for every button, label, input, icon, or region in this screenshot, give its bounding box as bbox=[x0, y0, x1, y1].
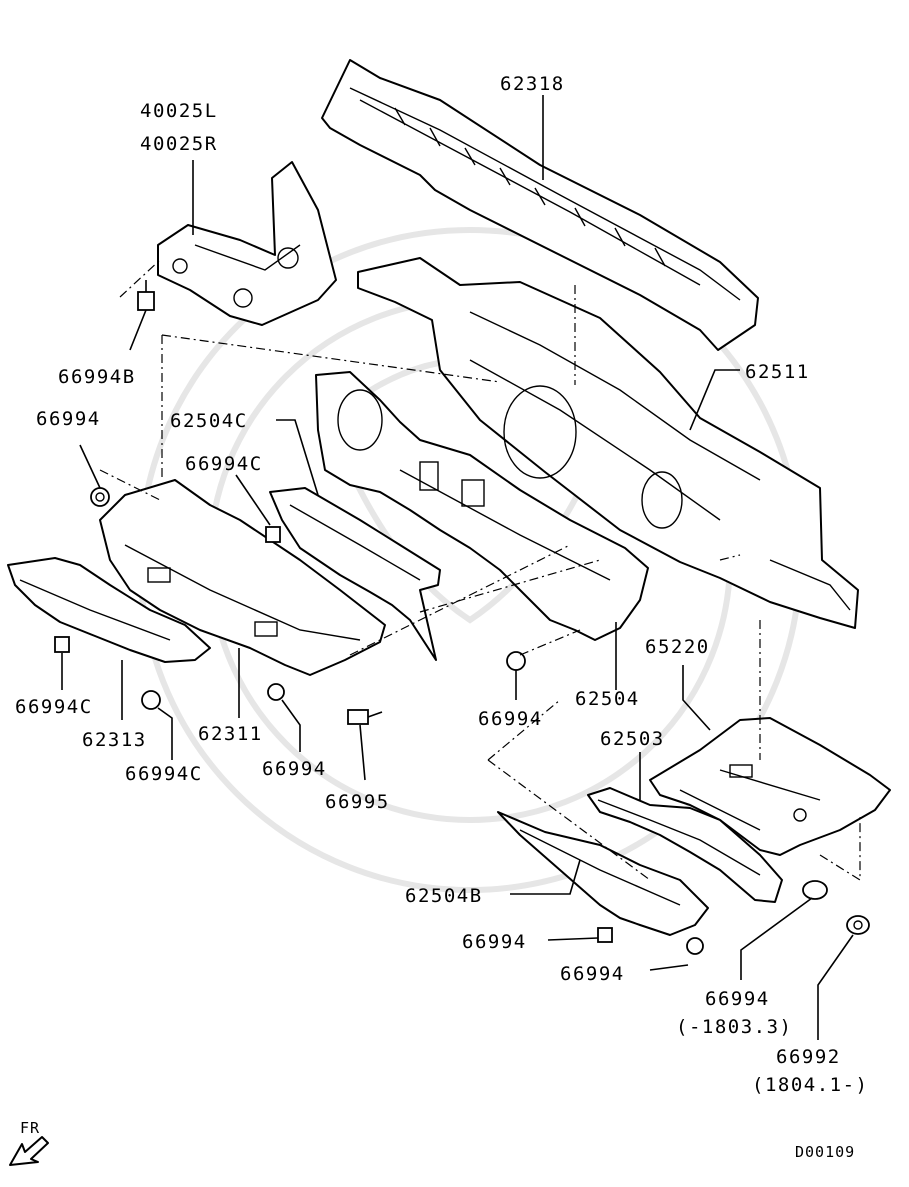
label-40025L[interactable]: 40025L bbox=[140, 100, 218, 122]
label-62504B[interactable]: 62504B bbox=[405, 885, 483, 907]
label-66992[interactable]: 66992 bbox=[776, 1046, 841, 1068]
clip-66994C-c-icon[interactable] bbox=[141, 690, 161, 710]
diagram-code: D00109 bbox=[795, 1143, 855, 1161]
clip-66994-f-icon[interactable] bbox=[802, 880, 828, 900]
clip-66994C-b-icon[interactable] bbox=[54, 636, 70, 653]
label-66995[interactable]: 66995 bbox=[325, 791, 390, 813]
label-62504[interactable]: 62504 bbox=[575, 688, 640, 710]
label-66994-f-note: (-1803.3) bbox=[676, 1016, 792, 1038]
clip-66994-d-icon[interactable] bbox=[597, 927, 613, 943]
label-66994B[interactable]: 66994B bbox=[58, 366, 136, 388]
label-62313[interactable]: 62313 bbox=[82, 729, 147, 751]
label-66994-f[interactable]: 66994 bbox=[705, 988, 770, 1010]
label-62503[interactable]: 62503 bbox=[600, 728, 665, 750]
label-66994-a[interactable]: 66994 bbox=[36, 408, 101, 430]
insulator-c-part[interactable] bbox=[269, 487, 441, 661]
cowl-top-panel-part[interactable] bbox=[321, 59, 759, 351]
label-40025R[interactable]: 40025R bbox=[140, 133, 218, 155]
front-arrow-icon bbox=[9, 1136, 49, 1166]
label-66994C-c[interactable]: 66994C bbox=[125, 763, 203, 785]
label-62504C[interactable]: 62504C bbox=[170, 410, 248, 432]
label-66994C-b[interactable]: 66994C bbox=[15, 696, 93, 718]
label-66994-d[interactable]: 66994 bbox=[462, 931, 527, 953]
bolt-66995-icon[interactable] bbox=[347, 709, 383, 725]
clip-66994-e-icon[interactable] bbox=[686, 937, 704, 955]
bracket-part[interactable] bbox=[157, 161, 337, 326]
clip-66994B-icon[interactable] bbox=[137, 280, 155, 311]
leader-lines bbox=[61, 95, 854, 1040]
clip-66994-c-icon[interactable] bbox=[506, 651, 526, 671]
clip-66992-icon[interactable] bbox=[846, 915, 870, 935]
clip-66994-a-icon[interactable] bbox=[90, 487, 110, 507]
label-65220[interactable]: 65220 bbox=[645, 636, 710, 658]
clip-66994-b-icon[interactable] bbox=[267, 683, 285, 701]
front-direction-indicator: FR bbox=[9, 1119, 49, 1166]
reference-lines bbox=[99, 259, 861, 882]
clip-66994C-a-icon[interactable] bbox=[265, 526, 281, 543]
part-labels: 62318 40025L 40025R 66994B 62511 66994 6… bbox=[15, 73, 868, 1096]
label-62318[interactable]: 62318 bbox=[500, 73, 565, 95]
label-66994-b[interactable]: 66994 bbox=[262, 758, 327, 780]
dash-panel-part[interactable] bbox=[357, 257, 859, 629]
label-66994C-a[interactable]: 66994C bbox=[185, 453, 263, 475]
label-62511[interactable]: 62511 bbox=[745, 361, 810, 383]
label-66994-e[interactable]: 66994 bbox=[560, 963, 625, 985]
dash-insulator-part[interactable] bbox=[315, 371, 649, 641]
direction-label: FR bbox=[20, 1119, 40, 1137]
tunnel-insulator-part[interactable] bbox=[587, 787, 783, 903]
floor-insulator-part[interactable] bbox=[649, 717, 891, 856]
insulator-62313-part[interactable] bbox=[7, 557, 211, 663]
label-66994-c[interactable]: 66994 bbox=[478, 708, 543, 730]
label-62311[interactable]: 62311 bbox=[198, 723, 263, 745]
label-66992-note: (1804.1-) bbox=[752, 1074, 868, 1096]
insulator-62311-part[interactable] bbox=[99, 479, 386, 676]
